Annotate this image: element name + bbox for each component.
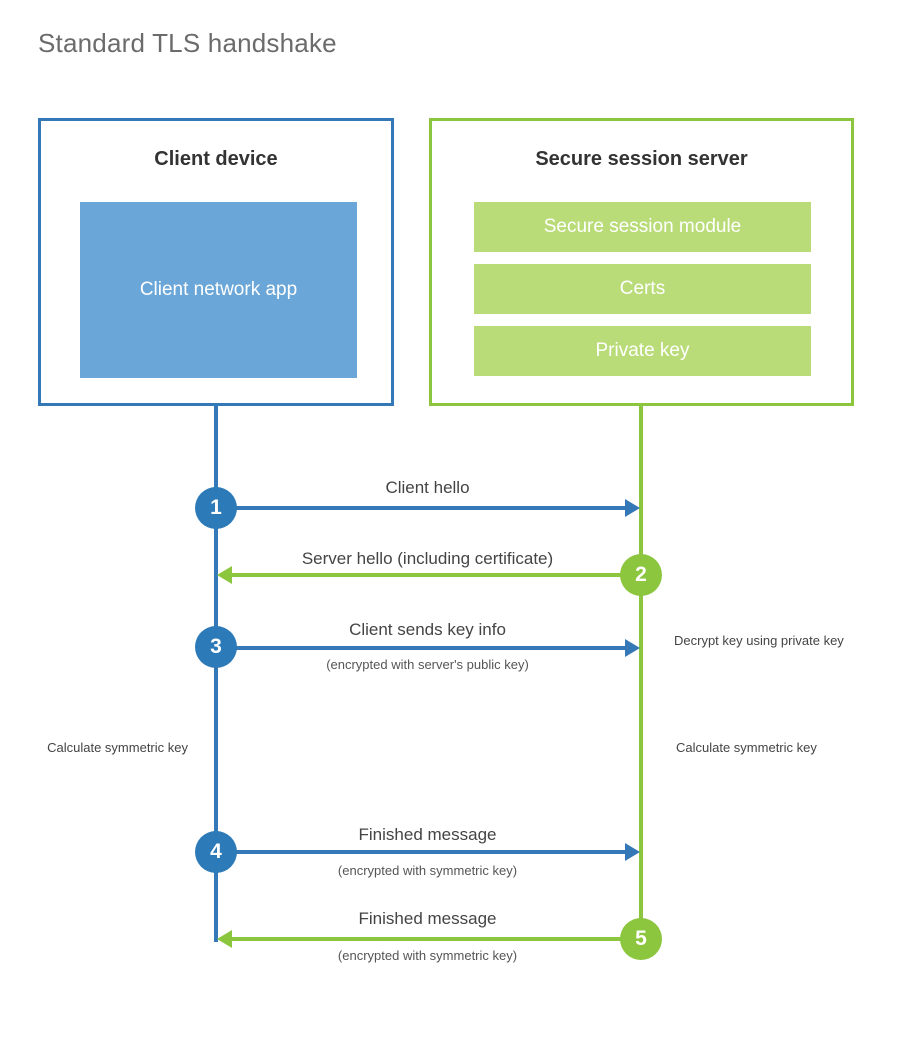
step-4-arrow-head <box>625 843 640 861</box>
step-5-arrow-line <box>232 937 641 941</box>
step-5-label: Finished message <box>358 909 497 928</box>
client-device-box: Client device Client network app <box>38 118 394 406</box>
page-title: Standard TLS handshake <box>38 28 337 58</box>
client-network-app-block: Client network app <box>80 202 357 378</box>
step-2-circle: 2 <box>620 554 662 596</box>
step-4-sublabel: (encrypted with symmetric key) <box>337 863 518 878</box>
step-1-arrow-line <box>216 506 625 510</box>
step-3-sublabel: (encrypted with server's public key) <box>326 657 529 672</box>
step-2-label: Server hello (including certificate) <box>301 549 554 568</box>
server-calculate-symmetric-key-note: Calculate symmetric key <box>676 740 817 755</box>
step-1-label: Client hello <box>385 478 470 497</box>
server-lifeline <box>639 406 643 940</box>
step-3-label: Client sends key info <box>349 620 506 639</box>
step-4-label: Finished message <box>358 825 497 844</box>
server-block-private-key: Private key <box>474 326 811 376</box>
server-block-secure-session-module: Secure session module <box>474 202 811 252</box>
client-device-title: Client device <box>154 148 278 170</box>
secure-session-server-title: Secure session server <box>535 148 748 170</box>
step-3-circle: 3 <box>195 626 237 668</box>
step-4-arrow-line <box>216 850 625 854</box>
step-2-arrow-line <box>232 573 641 577</box>
step-5-sublabel: (encrypted with symmetric key) <box>337 948 518 963</box>
step-3-arrow-head <box>625 639 640 657</box>
step-2-arrow-head <box>217 566 232 584</box>
secure-session-server-box: Secure session server Secure session mod… <box>429 118 854 406</box>
client-calculate-symmetric-key-note: Calculate symmetric key <box>47 740 188 755</box>
step-3-arrow-line <box>216 646 625 650</box>
step-5-circle: 5 <box>620 918 662 960</box>
step-1-arrow-head <box>625 499 640 517</box>
step-4-circle: 4 <box>195 831 237 873</box>
client-lifeline <box>214 406 218 942</box>
server-block-certs: Certs <box>474 264 811 314</box>
decrypt-key-note: Decrypt key using private key <box>674 633 844 648</box>
step-1-circle: 1 <box>195 487 237 529</box>
step-5-arrow-head <box>217 930 232 948</box>
